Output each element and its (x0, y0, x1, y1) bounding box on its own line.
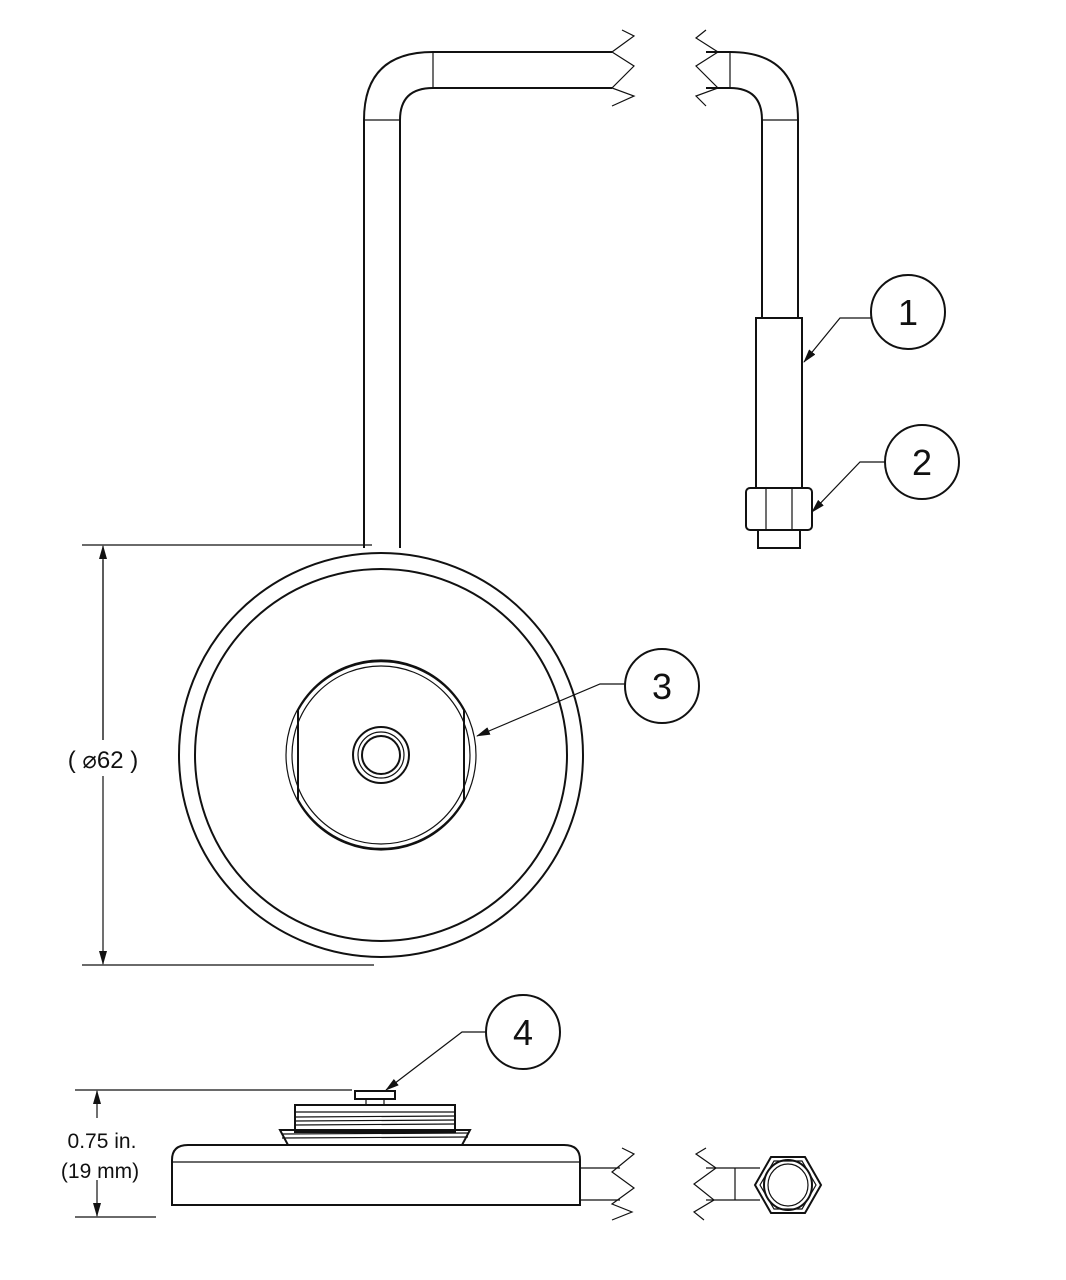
callout-number: 4 (513, 1012, 533, 1053)
base-top-view (178, 552, 584, 958)
callout-number: 3 (652, 666, 672, 707)
callout-2: 2 (811, 424, 960, 513)
callout-3: 3 (476, 648, 700, 737)
sleeve (755, 317, 803, 489)
hex-end-view (753, 1156, 823, 1214)
callout-1: 1 (803, 274, 946, 363)
right-pipe-with-fitting (694, 29, 813, 549)
height-mm-label: (19 mm) (61, 1160, 139, 1183)
hex-nut (745, 487, 813, 531)
break-line (610, 1147, 636, 1221)
diameter-dimension: ( ⌀62 ) (55, 544, 374, 966)
callout-number: 2 (912, 442, 932, 483)
callout-number: 1 (898, 292, 918, 333)
left-pipe (363, 29, 636, 548)
diameter-label: ( ⌀62 ) (68, 747, 138, 774)
break-line (610, 29, 636, 107)
height-inches-label: 0.75 in. (68, 1130, 137, 1153)
height-dimension: 0.75 in. (19 mm) (61, 1089, 352, 1218)
callout-4: 4 (385, 994, 561, 1091)
base-side-view (171, 1090, 823, 1221)
break-line (692, 1147, 718, 1221)
break-line (694, 29, 720, 107)
cap (354, 1090, 396, 1100)
